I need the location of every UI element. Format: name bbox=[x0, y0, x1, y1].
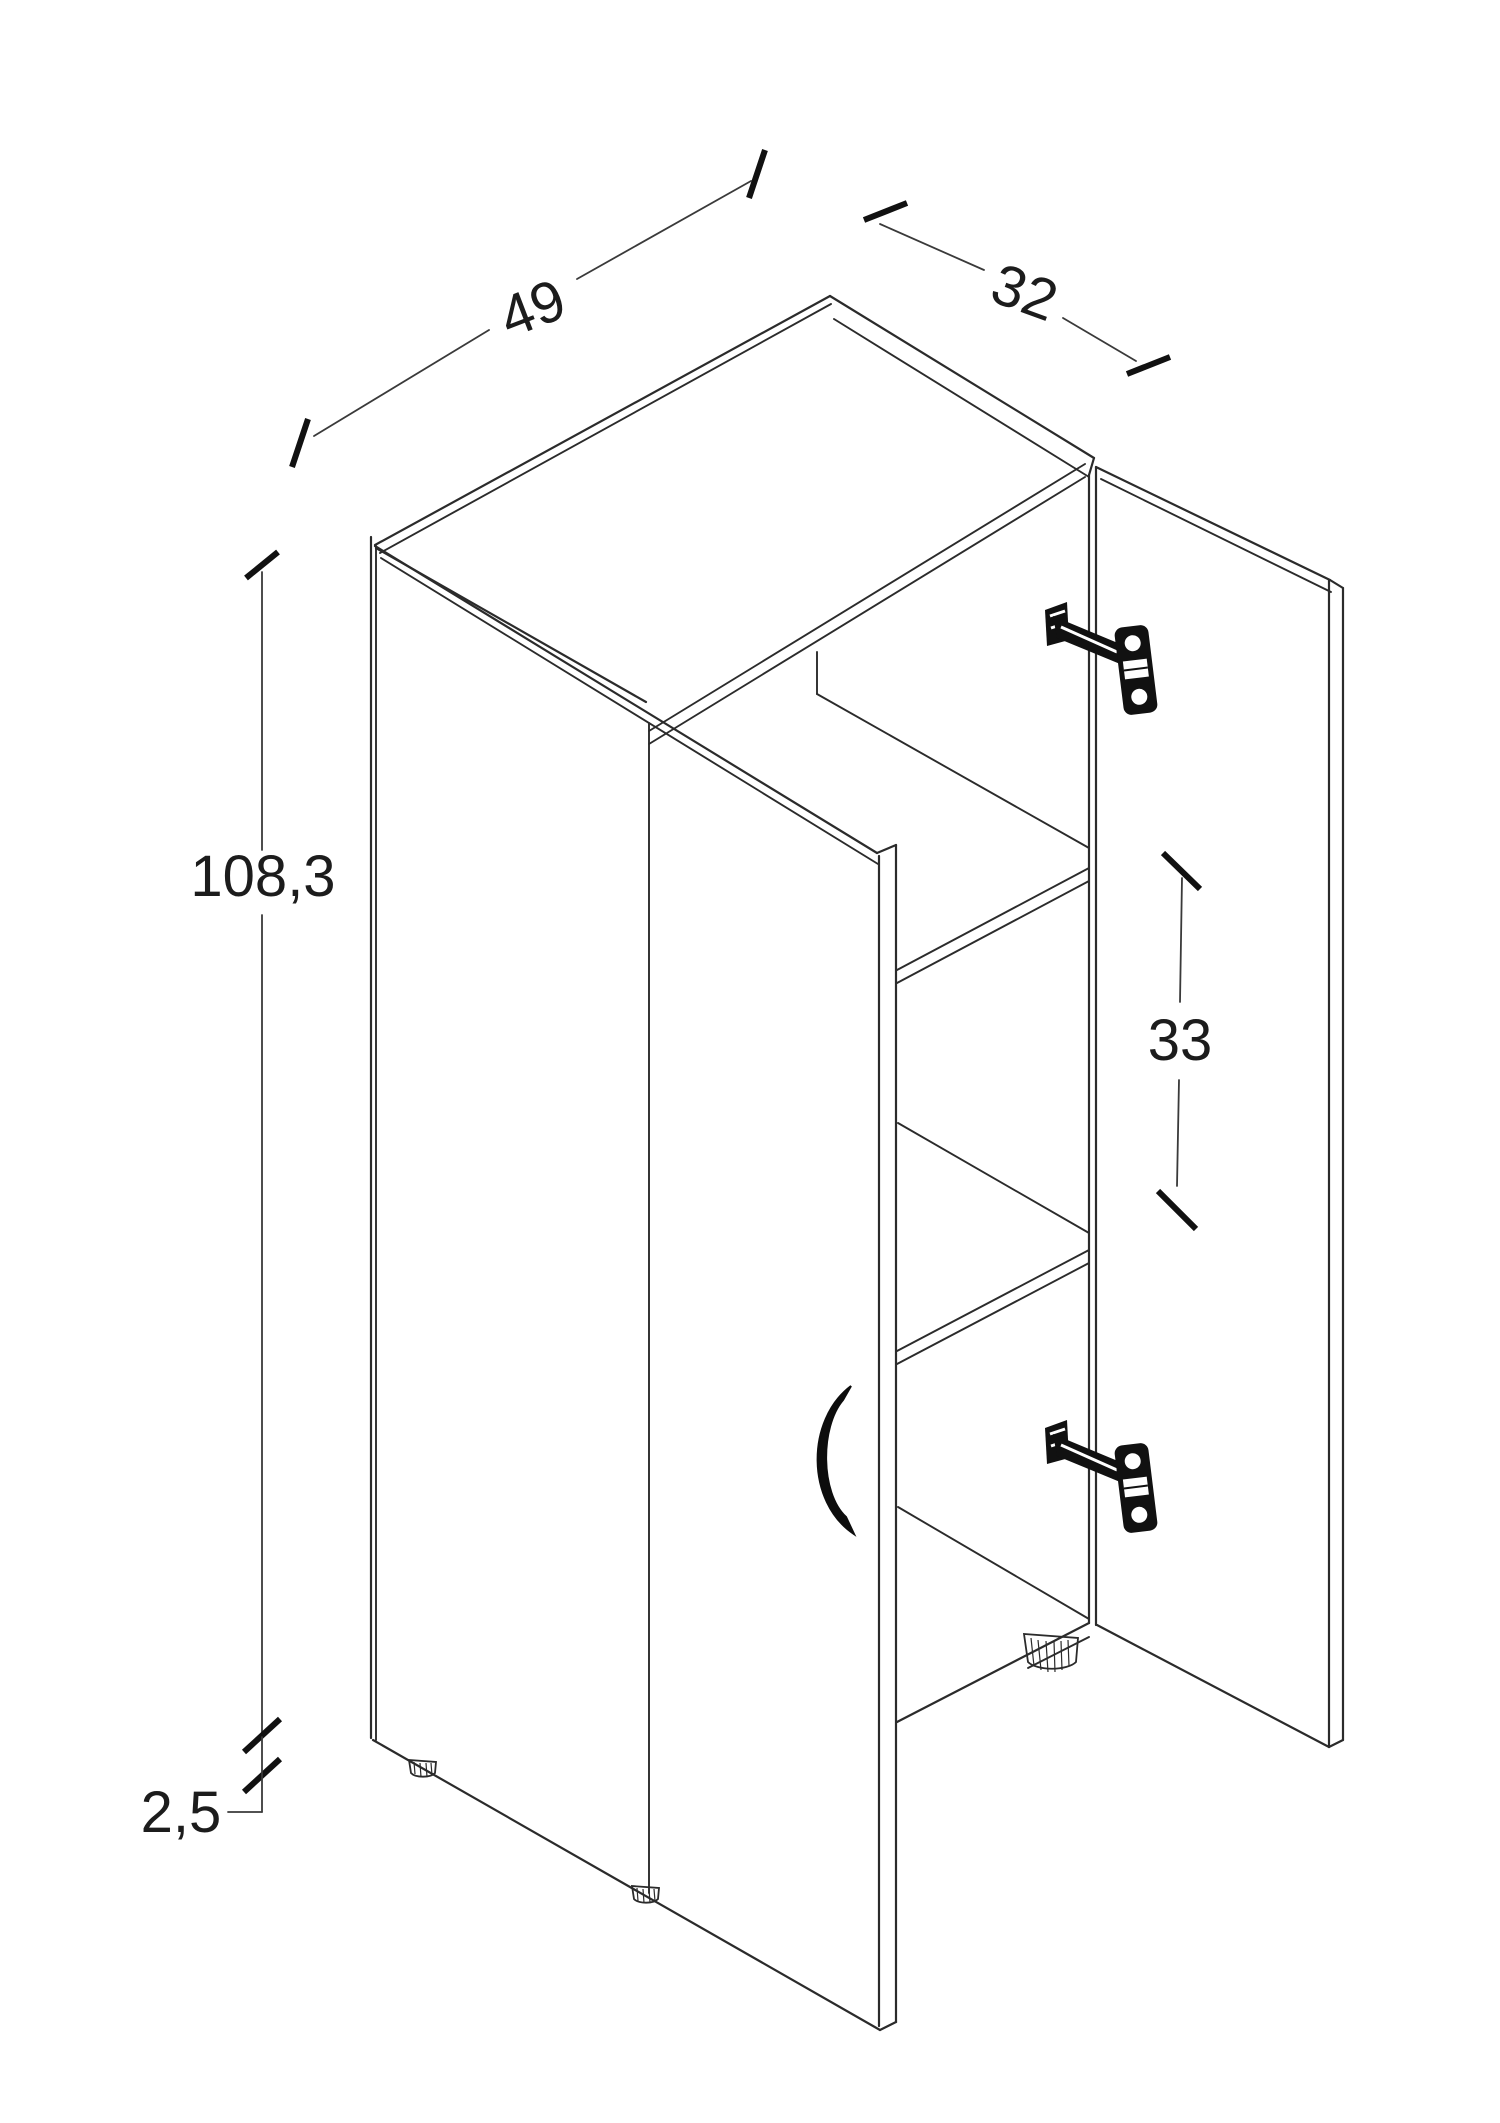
left-door bbox=[371, 544, 898, 2032]
foot-height-value: 2,5 bbox=[141, 1780, 222, 1845]
dimension-height: 108,3 bbox=[190, 549, 336, 1738]
dimension-foot-height: 2,5 bbox=[141, 1716, 283, 1845]
hinge-top bbox=[1045, 602, 1158, 715]
left-side-panel-edge bbox=[369, 535, 377, 1741]
cabinet-top-panel bbox=[373, 294, 1096, 704]
dimension-width: 49 bbox=[289, 149, 768, 468]
shelf-2 bbox=[896, 1122, 1090, 1365]
shelf-1 bbox=[896, 867, 1090, 984]
hinge-bottom bbox=[1045, 1420, 1158, 1533]
depth-value: 32 bbox=[983, 251, 1066, 334]
height-value: 108,3 bbox=[190, 844, 335, 909]
cabinet-interior bbox=[648, 463, 1090, 1894]
width-value: 49 bbox=[491, 267, 575, 351]
dimension-shelf-gap: 33 bbox=[1148, 850, 1213, 1232]
right-door-open bbox=[1094, 465, 1345, 1749]
shelf-gap-value: 33 bbox=[1148, 1008, 1213, 1073]
dimension-depth: 32 bbox=[862, 200, 1172, 377]
right-side-panel-edge bbox=[895, 473, 1091, 1724]
door-handle bbox=[816, 1385, 857, 1537]
